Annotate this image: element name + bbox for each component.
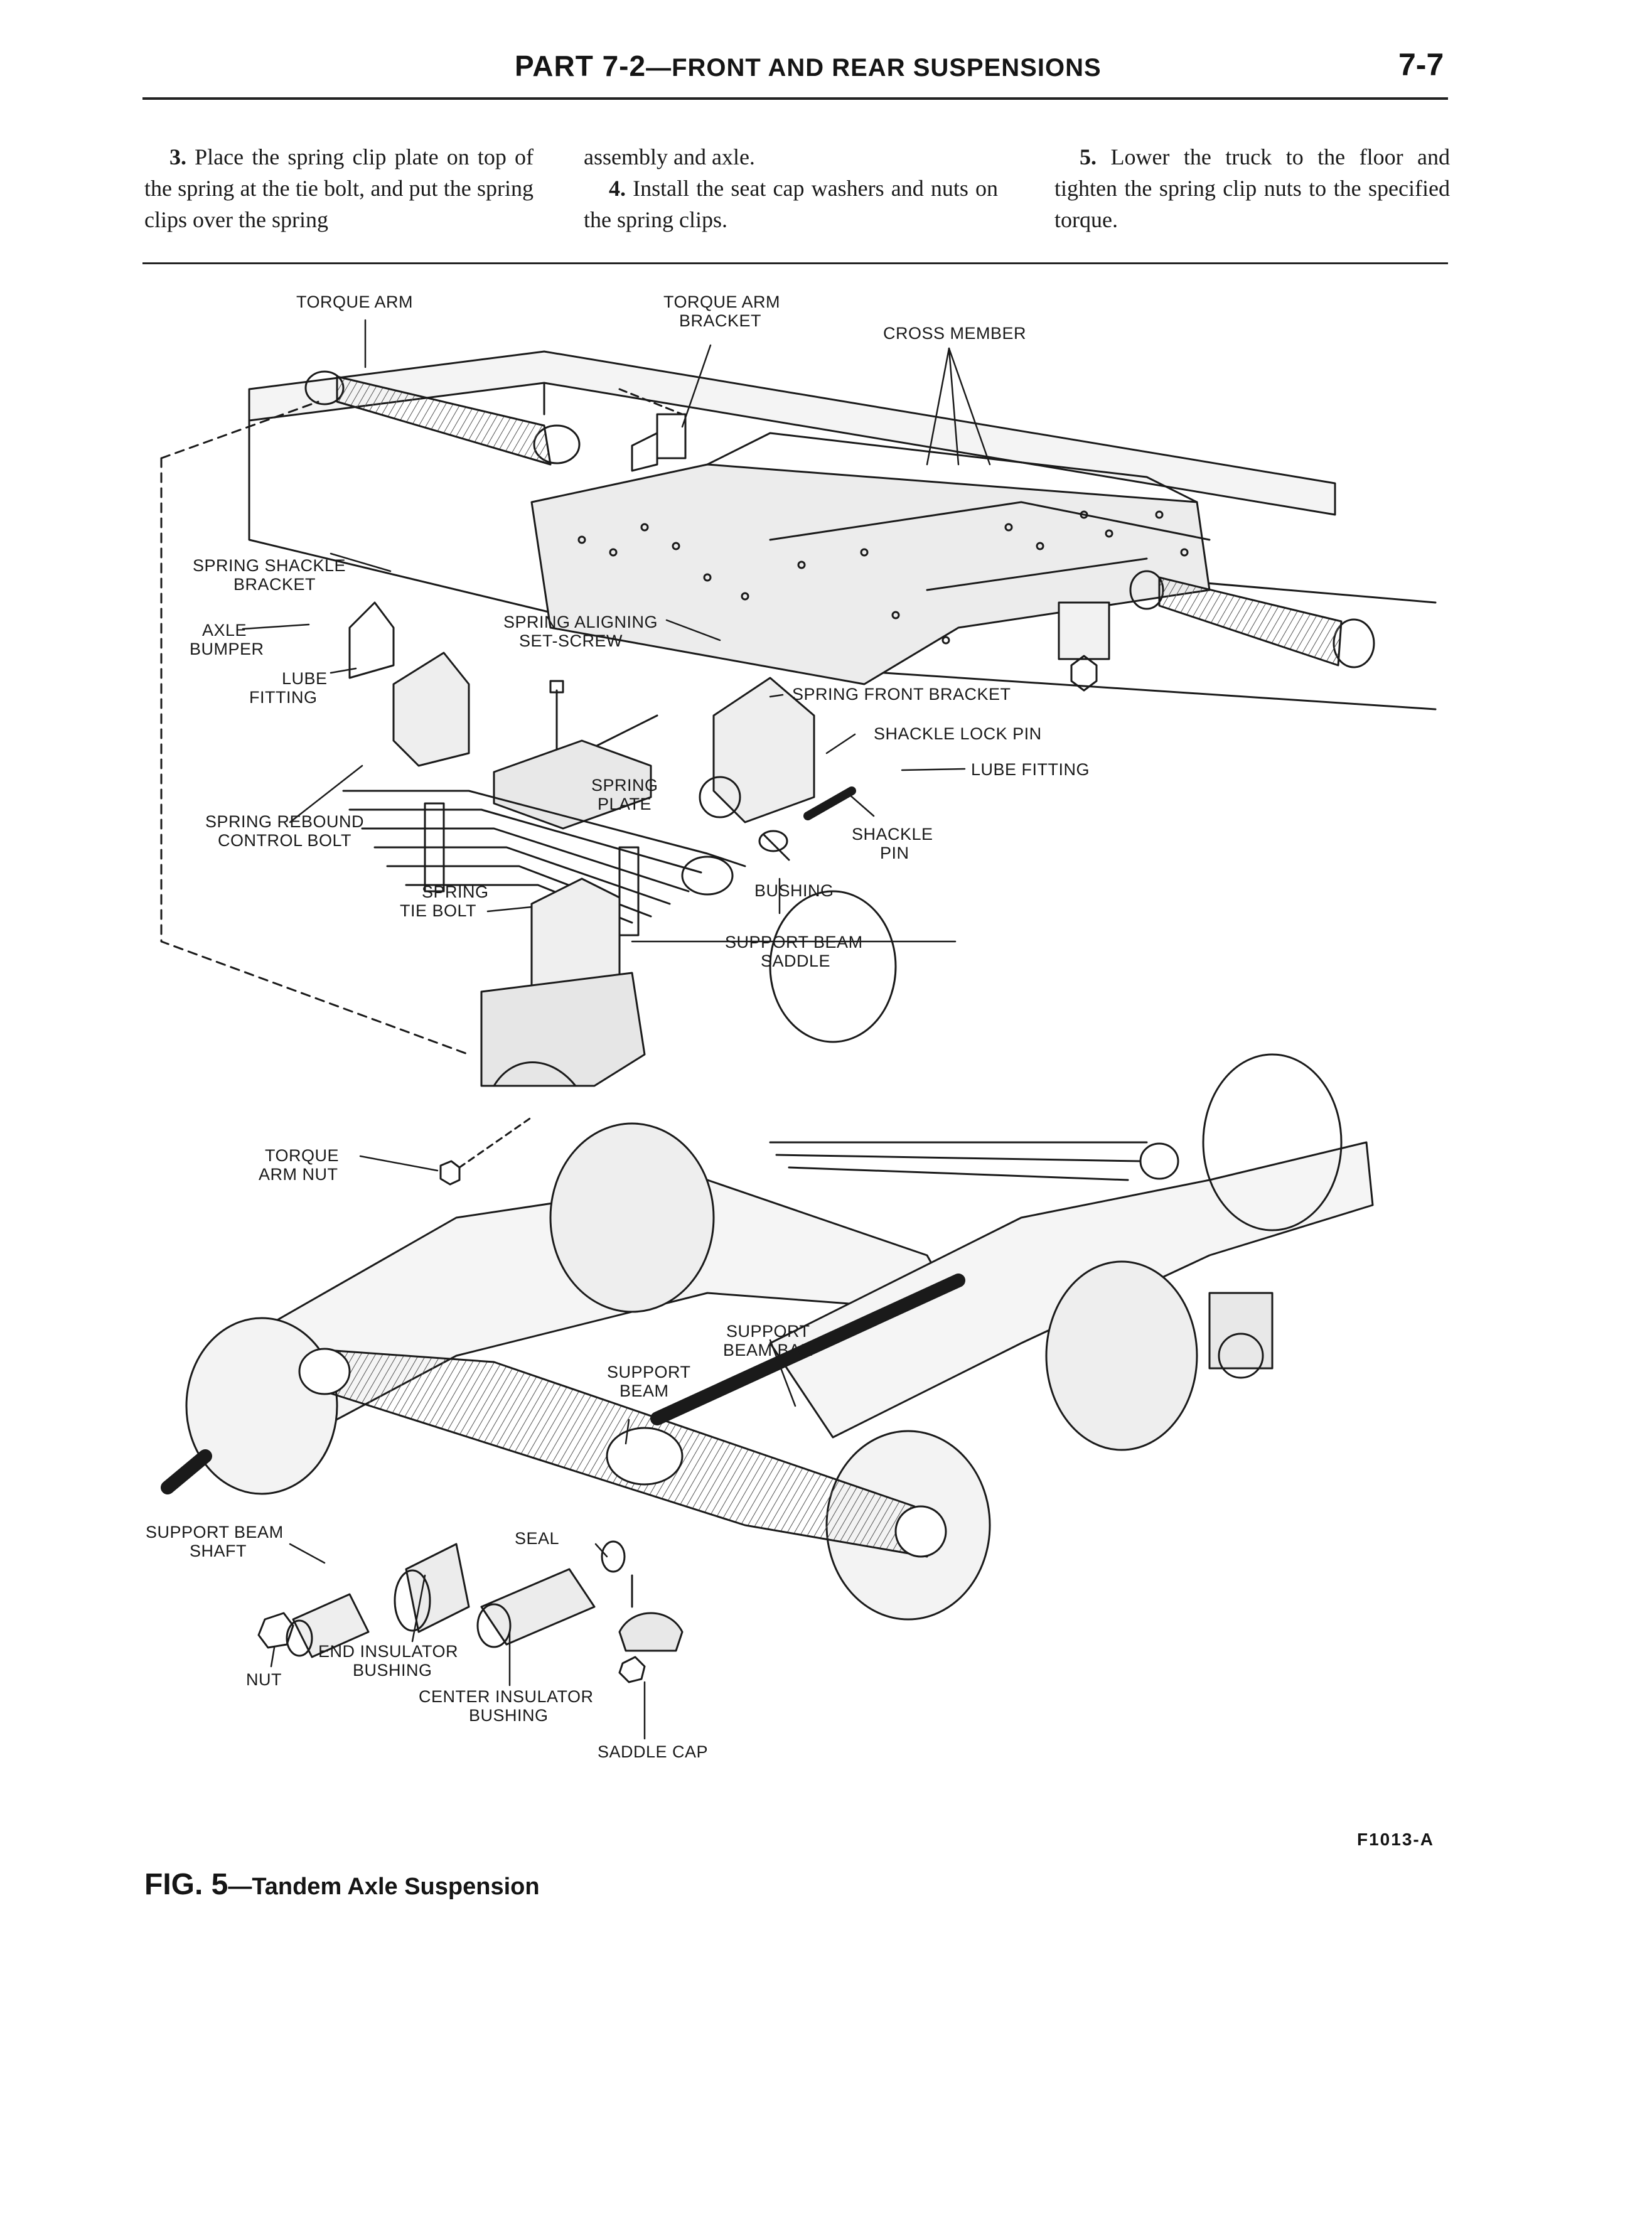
label-spring-plate-1: SPRING [591,776,658,795]
leaf-spring [342,790,746,936]
label-bushing: BUSHING [754,881,834,900]
step-5-text: Lower the truck to the floor and tighten… [1054,144,1451,232]
label-spring-aligning-1: SPRING ALIGNING [503,613,658,631]
label-support-beam-bar-1: SUPPORT [726,1322,810,1341]
label-end-insulator-2: BUSHING [353,1661,432,1680]
label-shackle-lock-pin: SHACKLE LOCK PIN [874,724,1042,743]
label-support-beam-saddle-2: SADDLE [761,952,830,970]
page-header-title: PART 7-2—FRONT AND REAR SUSPENSIONS [515,49,1102,83]
label-center-insulator-1: CENTER INSULATOR [419,1687,594,1706]
label-support-beam-shaft-2: SHAFT [190,1542,247,1560]
step-5-number: 5. [1080,144,1097,169]
label-torque-arm: TORQUE ARM [296,292,413,311]
label-end-insulator-1: END INSULATOR [318,1642,458,1661]
label-spring-tie-bolt-2: TIE BOLT [400,901,476,920]
label-support-beam-1: SUPPORT [607,1363,691,1381]
torque-arm-upper [304,370,581,466]
label-torque-arm-nut-1: TORQUE [265,1146,339,1165]
label-support-beam-2: BEAM [620,1381,669,1400]
figure-labels: TORQUE ARM TORQUE ARM BRACKET CROSS MEMB… [146,292,1090,1761]
label-spring-rebound-1: SPRING REBOUND [205,812,364,831]
label-torque-arm-bracket-2: BRACKET [679,311,761,330]
step-4-text: Install the seat cap washers and nuts on… [584,176,999,232]
label-shackle-pin-1: SHACKLE [852,825,933,844]
spring-plate [493,739,652,830]
step-5-paragraph: 5. Lower the truck to the floor and tigh… [1054,141,1450,235]
caption-dash: — [228,1874,252,1900]
label-torque-arm-bracket-1: TORQUE ARM [663,292,780,311]
nut [257,1612,294,1649]
label-spring-front-bracket: SPRING FRONT BRACKET [792,685,1011,704]
support-beam-shaft [286,1593,370,1658]
page-number: 7-7 [1398,47,1444,82]
seal [601,1540,626,1573]
frame-dashed-outline [160,457,470,1056]
rear-axle-housing [769,1053,1374,1621]
tandem-axle-suspension-diagram: TORQUE ARM TORQUE ARM BRACKET CROSS MEMB… [146,292,1437,1761]
caption-fig-number: FIG. 5 [144,1868,228,1901]
label-spring-plate-2: PLATE [598,795,652,813]
label-center-insulator-2: BUSHING [469,1706,549,1725]
label-axle-bumper-2: BUMPER [190,640,264,658]
text-column-2: assembly and axle. 4. Install the seat c… [584,141,998,235]
step-4-number: 4. [609,176,626,201]
torque-arm-nut [439,1116,533,1186]
figure-code: F1013-A [1357,1830,1434,1849]
bushing [758,830,790,861]
end-insulator-bushing [394,1543,470,1633]
label-lube-fitting-left-1: LUBE [282,669,328,688]
rear-leaf-spring [769,1141,1179,1181]
support-beam-bar [650,1274,965,1425]
cross-member-bolt-holes [577,510,1189,645]
label-cross-member: CROSS MEMBER [883,324,1026,343]
step-3-number: 3. [169,144,186,169]
label-torque-arm-nut-2: ARM NUT [259,1165,338,1184]
label-spring-shackle-bracket-2: BRACKET [233,575,316,594]
header-rule [142,97,1448,100]
shackle-pin [803,786,856,820]
label-spring-aligning-2: SET-SCREW [519,631,623,650]
spring-shackle-bracket [348,601,470,767]
text-column-3: 5. Lower the truck to the floor and tigh… [1054,141,1450,235]
figure-caption: FIG. 5—Tandem Axle Suspension [144,1867,540,1902]
leader-lines [242,319,991,1740]
torque-arm-bracket [618,388,687,472]
label-support-beam-bar-2: BEAM BAR [723,1341,813,1360]
center-insulator-bushing [476,1568,596,1648]
label-support-beam-saddle-1: SUPPORT BEAM [725,933,863,952]
label-shackle-pin-2: PIN [880,844,909,862]
caption-title: Tandem Axle Suspension [252,1874,540,1900]
header-part: PART 7-2 [515,50,646,82]
header-separator: — [646,54,672,82]
forward-axle-housing [161,890,960,1495]
text-column-1: 3. Place the spring clip plate on top of… [144,141,534,235]
step-3-continued: assembly and axle. [584,144,755,169]
label-support-beam-shaft-1: SUPPORT BEAM [146,1523,284,1542]
label-seal: SEAL [515,1529,559,1548]
label-lube-fitting-right: LUBE FITTING [971,760,1090,779]
support-beam [298,1348,947,1558]
label-spring-rebound-2: CONTROL BOLT [218,831,351,850]
support-beam-saddle [480,877,646,1087]
label-spring-shackle-bracket-1: SPRING SHACKLE [193,556,346,575]
header-section-title: FRONT AND REAR SUSPENSIONS [672,54,1102,82]
label-axle-bumper-1: AXLE [202,621,247,640]
label-saddle-cap: SADDLE CAP [598,1742,708,1761]
step-3-paragraph: 3. Place the spring clip plate on top of… [144,141,534,235]
text-rule [142,262,1448,264]
label-spring-tie-bolt-1: SPRING [422,882,489,901]
step-4-paragraph: 4. Install the seat cap washers and nuts… [584,173,998,235]
label-nut: NUT [246,1670,282,1689]
step-3-text: Place the spring clip plate on top of th… [144,144,534,232]
saddle-cap [618,1574,684,1683]
label-lube-fitting-left-2: FITTING [249,688,317,707]
torque-arm-lower-right [1058,570,1375,692]
spring-front-bracket [699,677,815,823]
